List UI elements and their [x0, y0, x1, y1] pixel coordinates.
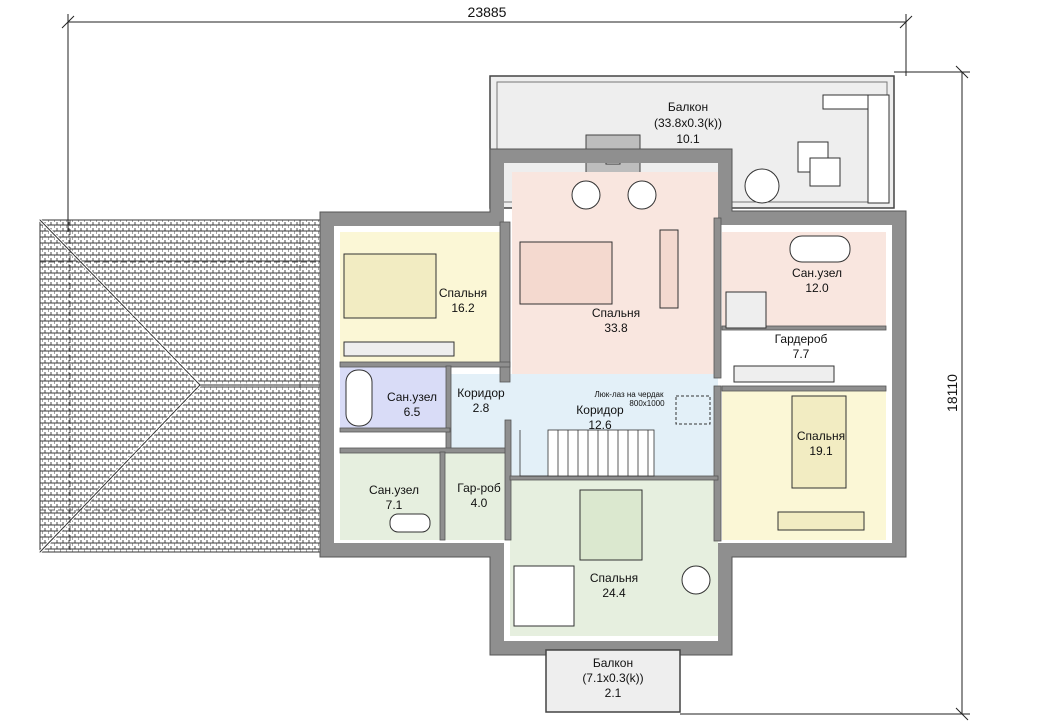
- tv-right: [777, 511, 865, 531]
- bed-lower: [579, 489, 643, 561]
- corridor-small-area: 2.8: [473, 401, 490, 415]
- dimension-height-label: 18110: [944, 374, 960, 412]
- bedroom-lower-name: Спальня: [590, 571, 638, 585]
- wardrobe-right-area: 7.7: [793, 347, 810, 361]
- bath-right-area: 12.0: [805, 281, 829, 295]
- bed-left: [343, 253, 437, 319]
- balcony-bottom-area: 2.1: [605, 686, 622, 700]
- dimension-width-label: 23885: [468, 4, 507, 20]
- interior-walls: [339, 217, 887, 542]
- bedroom-left-area: 16.2: [451, 301, 475, 315]
- bathtub-right: [789, 235, 851, 263]
- balcony-bottom: Балкон (7.1x0.3(k)) 2.1: [545, 649, 681, 713]
- wardrobe-rack-left: [343, 341, 455, 357]
- wardrobe-right-name: Гардероб: [775, 332, 828, 346]
- balcony-bottom-floor: [545, 649, 681, 713]
- shower-right: [725, 291, 767, 329]
- room-labels: Спальня 16.2 Спальня 33.8 Сан.узел 12.0 …: [369, 266, 845, 600]
- bedroom-lower-area: 24.4: [602, 586, 626, 600]
- bedroom-main-name: Спальня: [592, 306, 640, 320]
- bath-lower-area: 7.1: [386, 498, 403, 512]
- attic-hatch-size: 800x1000: [629, 399, 665, 408]
- bathtub-lower: [389, 513, 431, 533]
- outer-walls: [320, 149, 906, 655]
- bedroom-right-area: 19.1: [809, 444, 833, 458]
- bath-left-name: Сан.узел: [387, 390, 437, 404]
- wardrobe-lower-name: Гар-роб: [457, 481, 501, 495]
- corridor-main-name: Коридор: [576, 403, 624, 417]
- roof-dash-lines: [40, 220, 320, 552]
- attic-hatch-name: Люк-лаз на чердак: [595, 390, 664, 399]
- outer-walls-outline: [319, 148, 907, 656]
- bedroom-main-area: 33.8: [604, 321, 628, 335]
- tv-main: [659, 229, 679, 309]
- balcony-bottom-name: Балкон: [593, 656, 633, 670]
- furniture: [343, 180, 865, 627]
- desk-lower: [513, 565, 575, 627]
- balcony-bottom-dims: (7.1x0.3(k)): [582, 671, 643, 685]
- armchair-main-2: [627, 180, 657, 210]
- bath-right-name: Сан.узел: [792, 266, 842, 280]
- room-wardrobe-lower: [444, 452, 510, 540]
- bathtub-left: [345, 369, 373, 427]
- roof-section: [38, 218, 321, 554]
- dimension-height: [680, 65, 970, 721]
- attic-hatch-outline: [675, 395, 711, 425]
- armchair-lower: [681, 565, 711, 595]
- staircase: [519, 429, 655, 477]
- armchair-main-1: [571, 180, 601, 210]
- bedroom-right-name: Спальня: [797, 429, 845, 443]
- corridor-main-area: 12.6: [588, 418, 612, 432]
- bath-left-area: 6.5: [404, 405, 421, 419]
- dimension-width: [61, 14, 913, 232]
- balcony-top-dims: (33.8x0.3(k)): [654, 116, 722, 130]
- bed-main: [519, 241, 613, 305]
- balcony-top-name: Балкон: [668, 100, 708, 114]
- bedroom-left-name: Спальня: [439, 286, 487, 300]
- wardrobe-lower-area: 4.0: [471, 496, 488, 510]
- bed-right: [791, 395, 847, 489]
- bath-lower-name: Сан.узел: [369, 483, 419, 497]
- corridor-small-name: Коридор: [457, 386, 505, 400]
- lounge-furniture: [744, 94, 890, 204]
- balcony-top-area: 10.1: [676, 132, 700, 146]
- wardrobe-rack-right: [733, 365, 835, 383]
